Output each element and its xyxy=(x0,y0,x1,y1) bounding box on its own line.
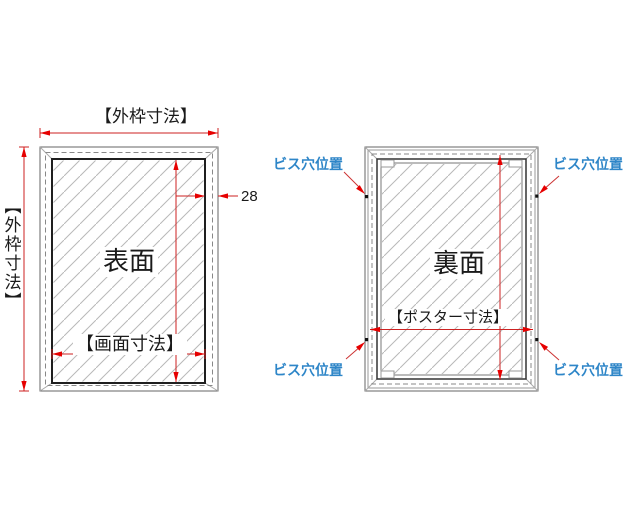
back-corner-tabs xyxy=(380,159,523,379)
screw-hole-dot-bottom-left xyxy=(365,338,369,342)
back-title: 裏面 xyxy=(429,248,489,279)
screw-hole-label-bottom-right: ビス穴位置 xyxy=(553,362,623,378)
screw-hole-dot-top-left xyxy=(365,195,369,199)
front-title: 表面 xyxy=(99,246,159,277)
front-border-width-value: 28 xyxy=(241,188,258,205)
screw-hole-dot-top-right xyxy=(535,194,539,198)
front-dashed-line xyxy=(45,152,213,386)
screw-hole-label-bottom-left: ビス穴位置 xyxy=(273,362,343,378)
back-poster-size-label: 【ポスター寸法】 xyxy=(384,309,512,327)
front-outer-width-label: 【外枠寸法】 xyxy=(95,107,197,126)
screw-hole-label-top-left: ビス穴位置 xyxy=(273,156,343,172)
front-screen-size-label: 【画面寸法】 xyxy=(73,334,187,355)
dimension-arrowheads xyxy=(21,130,549,391)
screw-hole-label-top-right: ビス穴位置 xyxy=(553,156,623,172)
front-outer-height-label: 【外枠寸法】 xyxy=(1,197,21,311)
screw-hole-dot-bottom-right xyxy=(535,338,539,342)
back-dashed-line xyxy=(371,153,532,385)
back-corner-miters xyxy=(364,146,539,392)
back-second-rect xyxy=(367,149,536,389)
screw-hole-dots xyxy=(365,194,539,342)
